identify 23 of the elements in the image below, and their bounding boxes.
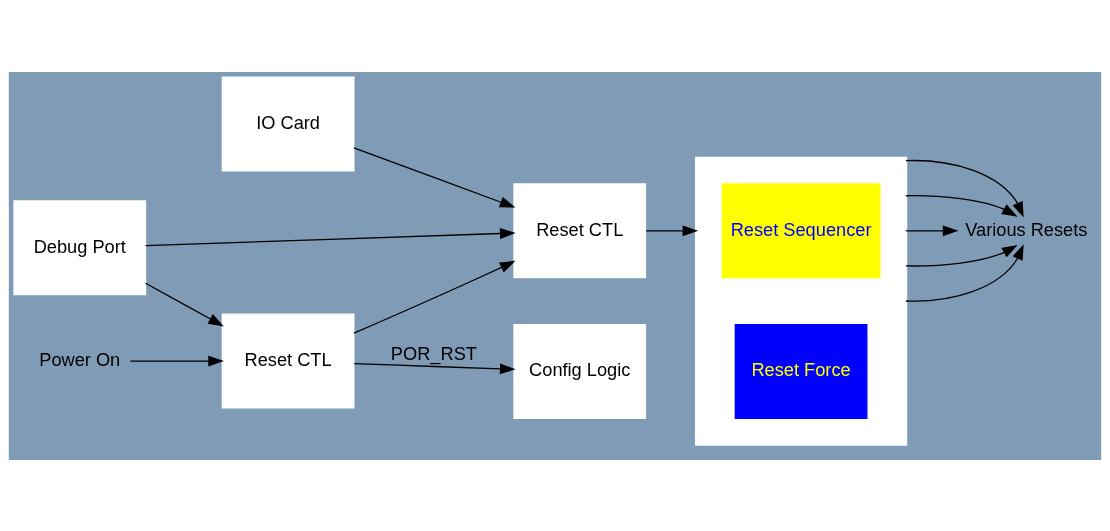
- node-box: Reset Force: [734, 323, 868, 419]
- node-box: Reset CTL: [513, 182, 647, 278]
- arrow: [905, 224, 959, 236]
- arrow: [144, 227, 516, 246]
- arrow: [129, 355, 224, 366]
- arrow: [645, 224, 699, 236]
- node-box: Reset CTL: [221, 313, 355, 409]
- node-box: Reset Sequencer: [721, 182, 881, 278]
- arrow: [353, 260, 516, 334]
- arrow: [905, 159, 1024, 218]
- arrow: [353, 362, 516, 374]
- arrow: [144, 282, 224, 326]
- arrow: [353, 146, 516, 208]
- node-box: IO Card: [221, 76, 355, 172]
- arrow: [905, 244, 1018, 267]
- node-box: Debug Port: [13, 199, 147, 295]
- node-text: Various Resets: [965, 219, 1088, 240]
- arrow: [905, 243, 1024, 302]
- node-box: Config Logic: [513, 323, 647, 419]
- cluster: [694, 156, 908, 446]
- edge-label: POR_RST: [390, 343, 477, 364]
- node-text: Power On: [39, 349, 121, 370]
- arrow: [905, 194, 1018, 217]
